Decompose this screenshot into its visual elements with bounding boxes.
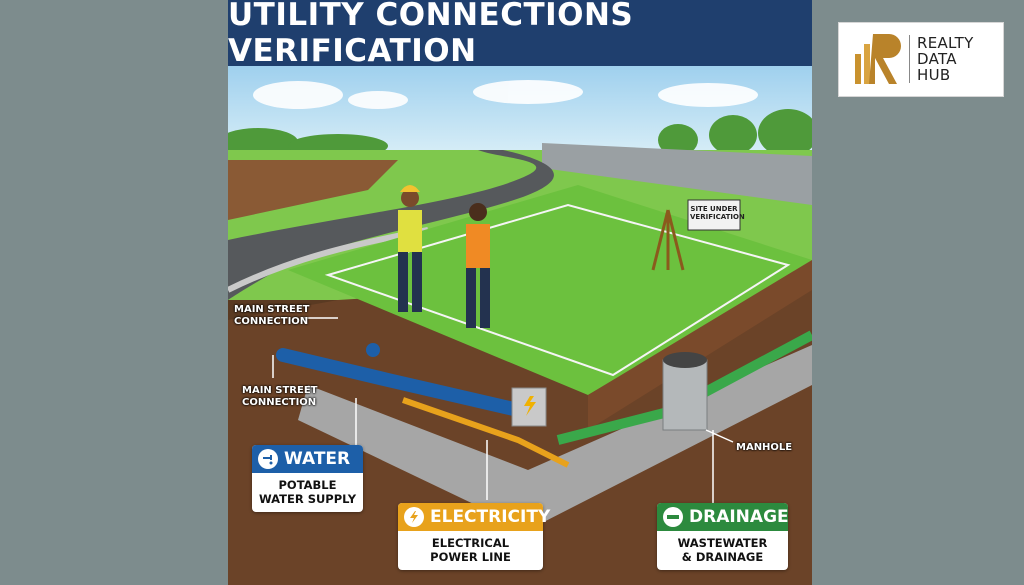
site-sign bbox=[687, 199, 741, 231]
callout-line: MAIN STREET bbox=[242, 385, 318, 396]
electricity-card: ELECTRICITY ELECTRICAL POWER LINE bbox=[398, 503, 550, 570]
lightning-icon bbox=[404, 507, 424, 527]
clouds bbox=[253, 80, 758, 109]
logo-line: DATA bbox=[917, 50, 957, 68]
drainage-card-header: DRAINAGE bbox=[657, 503, 789, 531]
callout-line: CONNECTION bbox=[234, 316, 309, 327]
worker-surveyor bbox=[398, 185, 422, 312]
faucet-icon bbox=[258, 449, 278, 469]
water-card: WATER POTABLE WATER SUPPLY bbox=[252, 445, 363, 512]
lawn-edge-soil bbox=[588, 260, 812, 430]
sign-line: SITE UNDER bbox=[690, 205, 738, 213]
manhole-label: MANHOLE bbox=[736, 442, 793, 453]
pipe-icon bbox=[663, 507, 683, 527]
gravel-bed bbox=[298, 345, 812, 530]
site-illustration bbox=[228, 66, 812, 585]
logo-mark-icon bbox=[855, 34, 901, 84]
infographic-poster: UTILITY CONNECTIONS VERIFICATION MAIN ST… bbox=[228, 0, 812, 585]
logo-line: REALTY bbox=[917, 34, 974, 52]
sign-line: VERIFICATION bbox=[690, 213, 745, 221]
drainage-card-body: WASTEWATER & DRAINAGE bbox=[657, 531, 788, 570]
worker-inspector bbox=[466, 203, 490, 328]
water-card-heading: WATER bbox=[284, 449, 351, 469]
road bbox=[228, 150, 554, 300]
card-line: POTABLE bbox=[278, 478, 337, 492]
card-line: POWER LINE bbox=[430, 550, 511, 564]
card-line: WATER SUPPLY bbox=[258, 492, 357, 506]
water-card-header: WATER bbox=[252, 445, 363, 473]
callout-leaders bbox=[272, 317, 734, 505]
water-valve bbox=[366, 343, 380, 357]
realty-data-hub-logo: REALTY DATA HUB bbox=[838, 22, 1004, 97]
electricity-card-body: ELECTRICAL POWER LINE bbox=[398, 531, 543, 570]
card-line: WASTEWATER bbox=[677, 536, 768, 550]
electricity-card-heading: ELECTRICITY bbox=[430, 507, 551, 527]
card-line: & DRAINAGE bbox=[681, 550, 764, 564]
plowed-field bbox=[228, 160, 398, 220]
poster-title: UTILITY CONNECTIONS VERIFICATION bbox=[228, 0, 634, 69]
electric-conduit bbox=[402, 397, 570, 468]
logo-line: HUB bbox=[917, 66, 951, 84]
card-line: ELECTRICAL bbox=[431, 536, 510, 550]
main-street-connection-label-bottom: MAIN STREET CONNECTION bbox=[242, 385, 317, 409]
survey-tripod bbox=[651, 209, 685, 271]
manhole bbox=[662, 359, 708, 431]
logo-wordmark: REALTY DATA HUB bbox=[917, 35, 974, 83]
manhole-cover bbox=[663, 352, 707, 368]
drainage-card-heading: DRAINAGE bbox=[689, 507, 789, 527]
electricity-card-header: ELECTRICITY bbox=[398, 503, 550, 531]
main-street-connection-label-top: MAIN STREET CONNECTION bbox=[234, 304, 309, 328]
water-pipe bbox=[276, 348, 525, 417]
callout-line: CONNECTION bbox=[242, 397, 317, 408]
water-card-body: POTABLE WATER SUPPLY bbox=[252, 473, 363, 512]
fence bbox=[542, 143, 812, 205]
logo-divider bbox=[909, 35, 910, 83]
title-bar: UTILITY CONNECTIONS VERIFICATION bbox=[228, 0, 812, 69]
site-sign-text: SITE UNDER VERIFICATION bbox=[690, 205, 745, 221]
drainage-card: DRAINAGE WASTEWATER & DRAINAGE bbox=[657, 503, 789, 570]
lightning-icon bbox=[524, 396, 536, 416]
callout-line: MAIN STREET bbox=[234, 304, 310, 315]
junction-box bbox=[511, 387, 547, 427]
